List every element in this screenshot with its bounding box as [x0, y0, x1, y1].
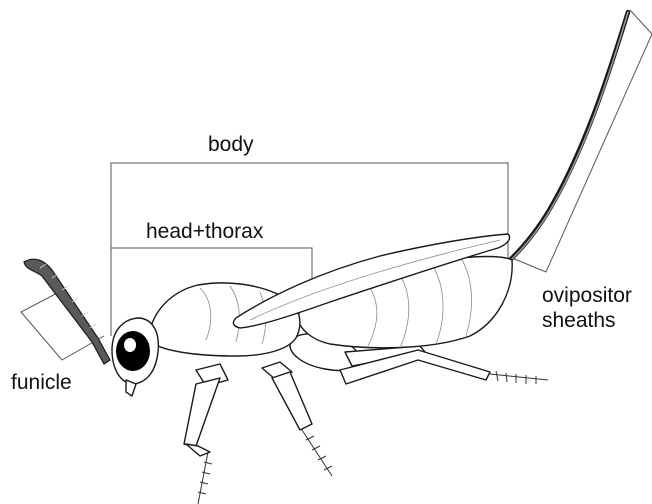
label-head-thorax: head+thorax: [146, 220, 264, 243]
label-funicle: funicle: [11, 371, 72, 394]
antenna: [24, 259, 110, 364]
label-body: body: [208, 133, 254, 156]
label-sheaths: sheaths: [542, 309, 616, 332]
label-ovipositor: ovipositor: [542, 284, 632, 307]
ovipositor-sheaths: [510, 12, 628, 260]
middle-leg: [262, 362, 332, 476]
fore-leg: [184, 364, 228, 504]
compound-eye: [116, 331, 150, 371]
